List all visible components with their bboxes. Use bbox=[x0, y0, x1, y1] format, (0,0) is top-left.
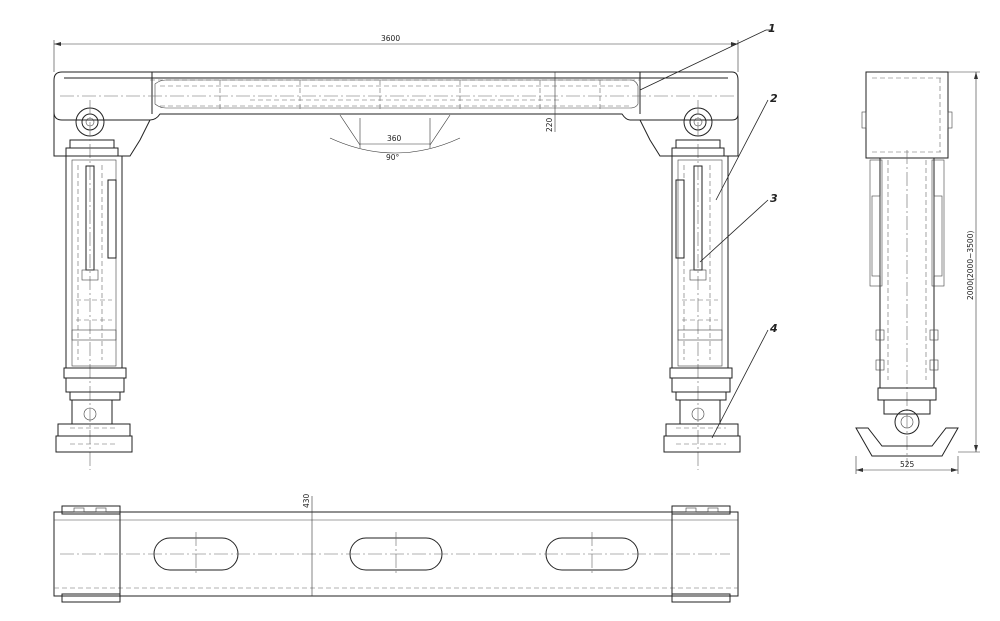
dim-90-text: 90° bbox=[386, 153, 400, 162]
top-beam: 220 bbox=[53, 71, 739, 132]
dim-220-text: 220 bbox=[545, 117, 554, 132]
left-bracket bbox=[53, 100, 151, 470]
callout-leaders bbox=[639, 29, 772, 439]
right-bracket bbox=[639, 100, 739, 470]
callout-3: 3 bbox=[770, 192, 778, 205]
front-view: 3600 220 360 bbox=[53, 22, 778, 470]
callout-2: 2 bbox=[770, 92, 778, 105]
dim-2000-text: 2000(2000~3500) bbox=[966, 231, 975, 300]
callout-4: 4 bbox=[769, 322, 778, 335]
side-view: 2000(2000~3500) 525 bbox=[855, 71, 980, 474]
callout-1: 1 bbox=[768, 22, 776, 35]
right-leg bbox=[663, 155, 741, 453]
dim-360-text: 360 bbox=[387, 134, 402, 143]
dim-angle: 360 90° bbox=[329, 114, 461, 162]
left-leg bbox=[55, 155, 133, 453]
dim-3600: 3600 bbox=[53, 34, 739, 72]
dim-430-text: 430 bbox=[302, 493, 311, 508]
top-view: 430 bbox=[53, 493, 739, 603]
dim-3600-text: 3600 bbox=[381, 34, 400, 43]
dim-525-text: 525 bbox=[900, 460, 915, 469]
